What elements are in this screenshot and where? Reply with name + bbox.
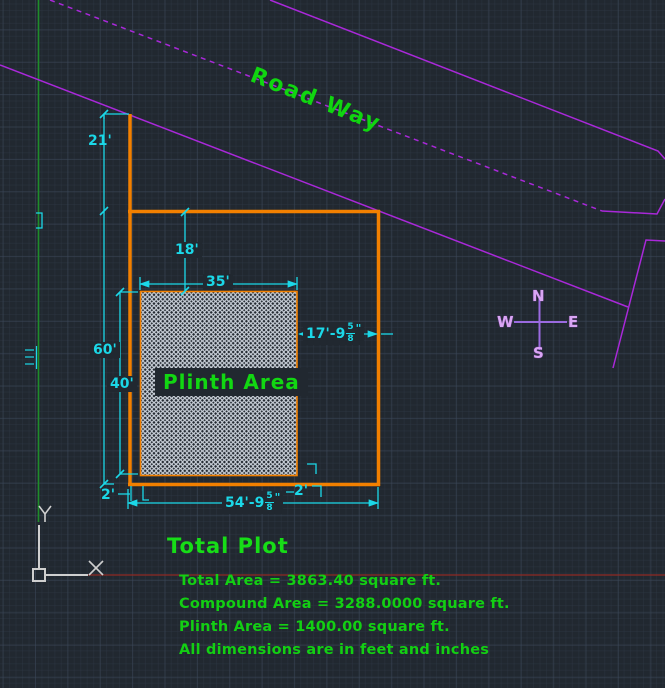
compound-walls bbox=[128, 114, 381, 487]
tick bbox=[115, 469, 125, 479]
road-lines bbox=[0, 0, 665, 369]
note-total-area: Total Area = 3863.40 square ft. bbox=[179, 573, 442, 589]
road-centerline bbox=[49, 0, 603, 212]
tick bbox=[180, 207, 190, 217]
branch-road-edge bbox=[612, 239, 665, 369]
compass-w: W bbox=[497, 313, 514, 331]
dim-35[interactable]: 35' bbox=[203, 274, 233, 290]
total-plot-title: Total Plot bbox=[167, 534, 289, 558]
road-centerline-end bbox=[601, 198, 665, 215]
left-mini-dim bbox=[25, 346, 38, 369]
dim-60[interactable]: 60' bbox=[90, 342, 120, 358]
ucs-origin-box bbox=[32, 568, 46, 582]
road-edge-far bbox=[269, 0, 665, 160]
dim-21[interactable]: 21' bbox=[88, 133, 112, 149]
tick bbox=[180, 286, 190, 296]
plinth-area-label[interactable]: Plinth Area bbox=[155, 368, 308, 396]
tick bbox=[115, 287, 125, 297]
dim-2-left[interactable]: 2' bbox=[101, 487, 116, 503]
compass-e: E bbox=[568, 313, 579, 331]
tick bbox=[99, 206, 109, 216]
ucs-x-glyph bbox=[88, 560, 104, 576]
dim-2-right[interactable]: 2' bbox=[294, 483, 309, 499]
compass-s: S bbox=[533, 344, 544, 362]
left-bracket bbox=[36, 212, 43, 229]
dim-21-top-hook bbox=[103, 113, 129, 119]
note-compound-area: Compound Area = 3288.0000 square ft. bbox=[179, 596, 510, 612]
dim-40[interactable]: 40' bbox=[107, 376, 137, 392]
dim-18[interactable]: 18' bbox=[172, 242, 202, 258]
note-plinth-area: Plinth Area = 1400.00 square ft. bbox=[179, 619, 450, 635]
compass-cross bbox=[514, 298, 567, 350]
note-units: All dimensions are in feet and inches bbox=[179, 642, 490, 658]
ucs-icon bbox=[32, 505, 104, 582]
compass-n: N bbox=[532, 287, 545, 305]
ucs-y-glyph bbox=[38, 505, 52, 522]
tick bbox=[99, 109, 109, 119]
road-edge-near bbox=[0, 64, 629, 308]
